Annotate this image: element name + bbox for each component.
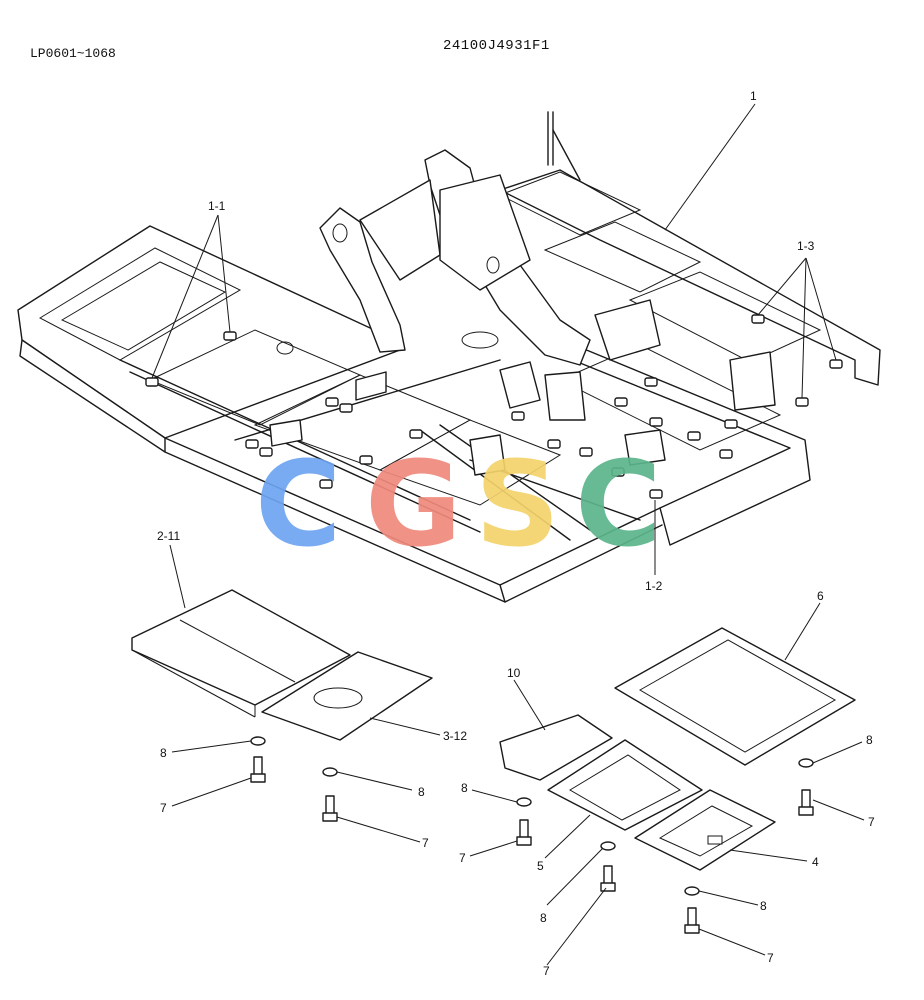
- callout-frame: 1: [750, 89, 757, 103]
- model-range-label: LP0601~1068: [30, 46, 116, 61]
- callout-washer-5: 8: [540, 911, 547, 925]
- watermark-letter-c1: C: [255, 435, 342, 573]
- callout-labels: 1 1-1 1-3 1-2 2-11 3-12 6 10 4 5 8 8 8 8…: [157, 89, 875, 978]
- callout-cover-left-small: 3-12: [443, 729, 467, 743]
- callout-cover-left-large: 2-11: [157, 529, 180, 543]
- watermark-letter-s: S: [475, 435, 560, 573]
- callout-bolt-5: 7: [543, 964, 550, 978]
- upper-frame: [17, 111, 881, 603]
- callout-cover-end: 10: [507, 666, 521, 680]
- callout-washer-2: 8: [418, 785, 425, 799]
- left-cover-plates: [131, 589, 433, 741]
- callout-washer-4: 8: [866, 733, 873, 747]
- mount-pads: [145, 314, 843, 499]
- fasteners: [250, 736, 814, 934]
- callout-cover-mid: 5: [537, 859, 544, 873]
- watermark-letter-c2: C: [575, 435, 662, 573]
- leader-lines: [151, 103, 865, 966]
- callout-washer-1: 8: [160, 746, 167, 760]
- callout-cover-front: 4: [812, 855, 819, 869]
- callout-cover-large-right: 6: [817, 589, 824, 603]
- watermark-letter-g: G: [365, 435, 462, 573]
- callout-frame-sub-center: 1-2: [645, 579, 663, 593]
- callout-bolt-3: 7: [459, 851, 466, 865]
- callout-frame-sub-left: 1-1: [208, 199, 226, 213]
- callout-bolt-4: 7: [868, 815, 875, 829]
- callout-washer-6: 8: [760, 899, 767, 913]
- callout-frame-sub-right: 1-3: [797, 239, 815, 253]
- cgsc-watermark: C G S C: [255, 435, 662, 573]
- callout-bolt-1: 7: [160, 801, 167, 815]
- callout-bolt-6: 7: [767, 951, 774, 965]
- callout-washer-3: 8: [461, 781, 468, 795]
- right-cover-plates: [499, 627, 856, 871]
- drawing-number: 24100J4931F1: [443, 38, 550, 54]
- callout-bolt-2: 7: [422, 836, 429, 850]
